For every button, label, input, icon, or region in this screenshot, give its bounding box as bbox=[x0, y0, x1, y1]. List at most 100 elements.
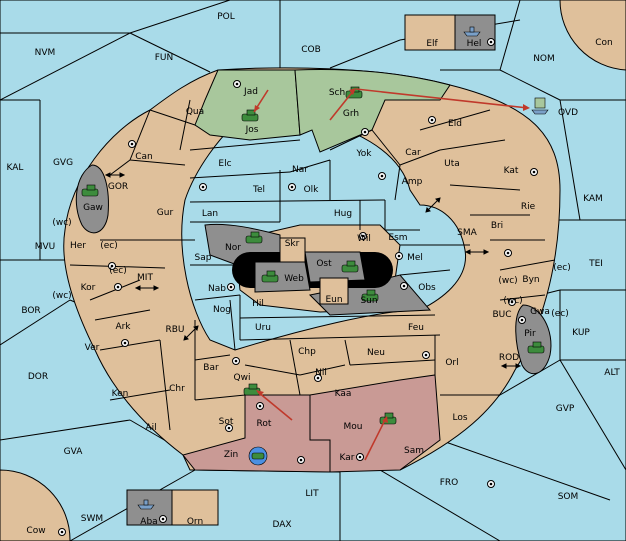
label-swm: SWM bbox=[81, 514, 103, 524]
label-gor: GOR bbox=[108, 182, 128, 192]
label-wc2: (wc) bbox=[52, 291, 71, 301]
army-unit-icon bbox=[248, 446, 268, 466]
province-sch[interactable] bbox=[294, 69, 451, 153]
army-unit-icon bbox=[243, 383, 261, 396]
label-wc1: (wc) bbox=[52, 218, 71, 228]
label-sam: Sam bbox=[404, 446, 424, 456]
label-kor: Kor bbox=[81, 283, 96, 293]
label-byn: Byn bbox=[522, 275, 539, 285]
label-sma: SMA bbox=[457, 228, 477, 238]
label-cow: Cow bbox=[26, 526, 45, 536]
label-ver: Ver bbox=[85, 343, 100, 353]
label-gvp: GVP bbox=[556, 404, 575, 414]
label-sot: Sot bbox=[219, 417, 234, 427]
label-wc4: (wc) bbox=[503, 296, 522, 306]
label-zin: Zin bbox=[224, 450, 238, 460]
label-nar: Nar bbox=[292, 165, 308, 175]
label-eld: Eld bbox=[448, 119, 462, 129]
province-con[interactable] bbox=[559, 0, 626, 71]
province-web[interactable] bbox=[254, 261, 311, 293]
label-bri: Bri bbox=[491, 221, 503, 231]
label-car: Car bbox=[405, 148, 421, 158]
label-chp: Chp bbox=[298, 347, 316, 357]
fleet-unit-icon bbox=[137, 499, 155, 510]
label-mel: Mel bbox=[407, 253, 423, 263]
label-kam: KAM bbox=[583, 194, 603, 204]
label-nil: Nil bbox=[315, 368, 327, 378]
label-wc3: (wc) bbox=[498, 276, 517, 286]
label-yok: Yok bbox=[355, 149, 372, 159]
label-los: Los bbox=[452, 413, 467, 423]
supply-centers bbox=[58, 38, 538, 536]
label-nor: Nor bbox=[225, 243, 241, 253]
province-gaw[interactable] bbox=[75, 164, 109, 234]
label-orl: Orl bbox=[445, 358, 458, 368]
army-unit-icon bbox=[245, 231, 263, 244]
province-orn[interactable] bbox=[171, 489, 219, 526]
label-gwa: Gwa bbox=[530, 307, 550, 317]
label-qwi: Qwi bbox=[234, 373, 251, 383]
label-nab: Nab bbox=[208, 284, 226, 294]
province-eun[interactable] bbox=[319, 277, 349, 305]
label-aba: Aba bbox=[140, 517, 157, 527]
label-alt: ALT bbox=[604, 368, 620, 378]
label-elc: Elc bbox=[218, 159, 231, 169]
province-ost[interactable] bbox=[304, 251, 366, 283]
label-amp: Amp bbox=[402, 177, 423, 187]
land-borders bbox=[69, 99, 556, 431]
label-can: Can bbox=[135, 152, 153, 162]
label-hil: Hil bbox=[252, 299, 264, 309]
label-olk: Olk bbox=[304, 185, 320, 195]
army-unit-icon bbox=[81, 184, 99, 197]
label-elf: Elf bbox=[426, 39, 438, 49]
label-wil: Wil bbox=[357, 234, 371, 244]
passage-markers bbox=[104, 172, 522, 369]
label-nog: Nog bbox=[213, 305, 231, 315]
label-jad: Jad bbox=[243, 87, 258, 97]
army-unit-icon bbox=[341, 260, 359, 273]
move-orders bbox=[253, 88, 530, 461]
label-ail: Ail bbox=[145, 423, 156, 433]
label-ken: Ken bbox=[112, 389, 129, 399]
fleet-unit-icon bbox=[463, 26, 481, 37]
label-bor: BOR bbox=[21, 306, 40, 316]
label-gur: Gur bbox=[157, 208, 174, 218]
label-mou: Mou bbox=[344, 422, 363, 432]
label-rot: Rot bbox=[257, 419, 272, 429]
label-ec1: (ec) bbox=[100, 241, 118, 251]
label-dor: DOR bbox=[28, 372, 48, 382]
label-bar: Bar bbox=[203, 363, 219, 373]
label-mit: MIT bbox=[137, 273, 153, 283]
province-mou[interactable] bbox=[309, 374, 441, 473]
label-ovd: OVD bbox=[558, 108, 578, 118]
label-web: Web bbox=[284, 274, 304, 284]
label-uru: Uru bbox=[255, 323, 271, 333]
province-cow[interactable] bbox=[0, 469, 71, 541]
label-rbu: RBU bbox=[165, 325, 184, 335]
label-con: Con bbox=[595, 38, 613, 48]
label-ec3: (ec) bbox=[553, 263, 571, 273]
label-lit: LIT bbox=[305, 489, 319, 499]
label-lan: Lan bbox=[202, 209, 218, 219]
label-obs: Obs bbox=[418, 283, 436, 293]
province-elf[interactable] bbox=[404, 14, 456, 51]
label-qua: Qua bbox=[186, 107, 204, 117]
army-unit-icon bbox=[241, 109, 259, 122]
label-kar: Kar bbox=[340, 453, 355, 463]
label-ec2: (ec) bbox=[109, 266, 127, 276]
army-unit-icon bbox=[261, 270, 279, 283]
label-sun: Sun bbox=[360, 296, 377, 306]
label-tel: Tel bbox=[252, 185, 265, 195]
province-labels: POL NVM FUN COB NOM Con Elf Hel OVD KAL … bbox=[7, 12, 621, 536]
label-kup: KUP bbox=[572, 328, 590, 338]
label-neu: Neu bbox=[367, 348, 385, 358]
label-chr: Chr bbox=[169, 384, 185, 394]
label-kal: KAL bbox=[7, 163, 24, 173]
label-kaa: Kaa bbox=[335, 389, 352, 399]
label-ark: Ark bbox=[115, 322, 131, 332]
label-fun: FUN bbox=[155, 53, 174, 63]
label-skr: Skr bbox=[285, 239, 300, 249]
army-unit-icon bbox=[361, 289, 379, 302]
